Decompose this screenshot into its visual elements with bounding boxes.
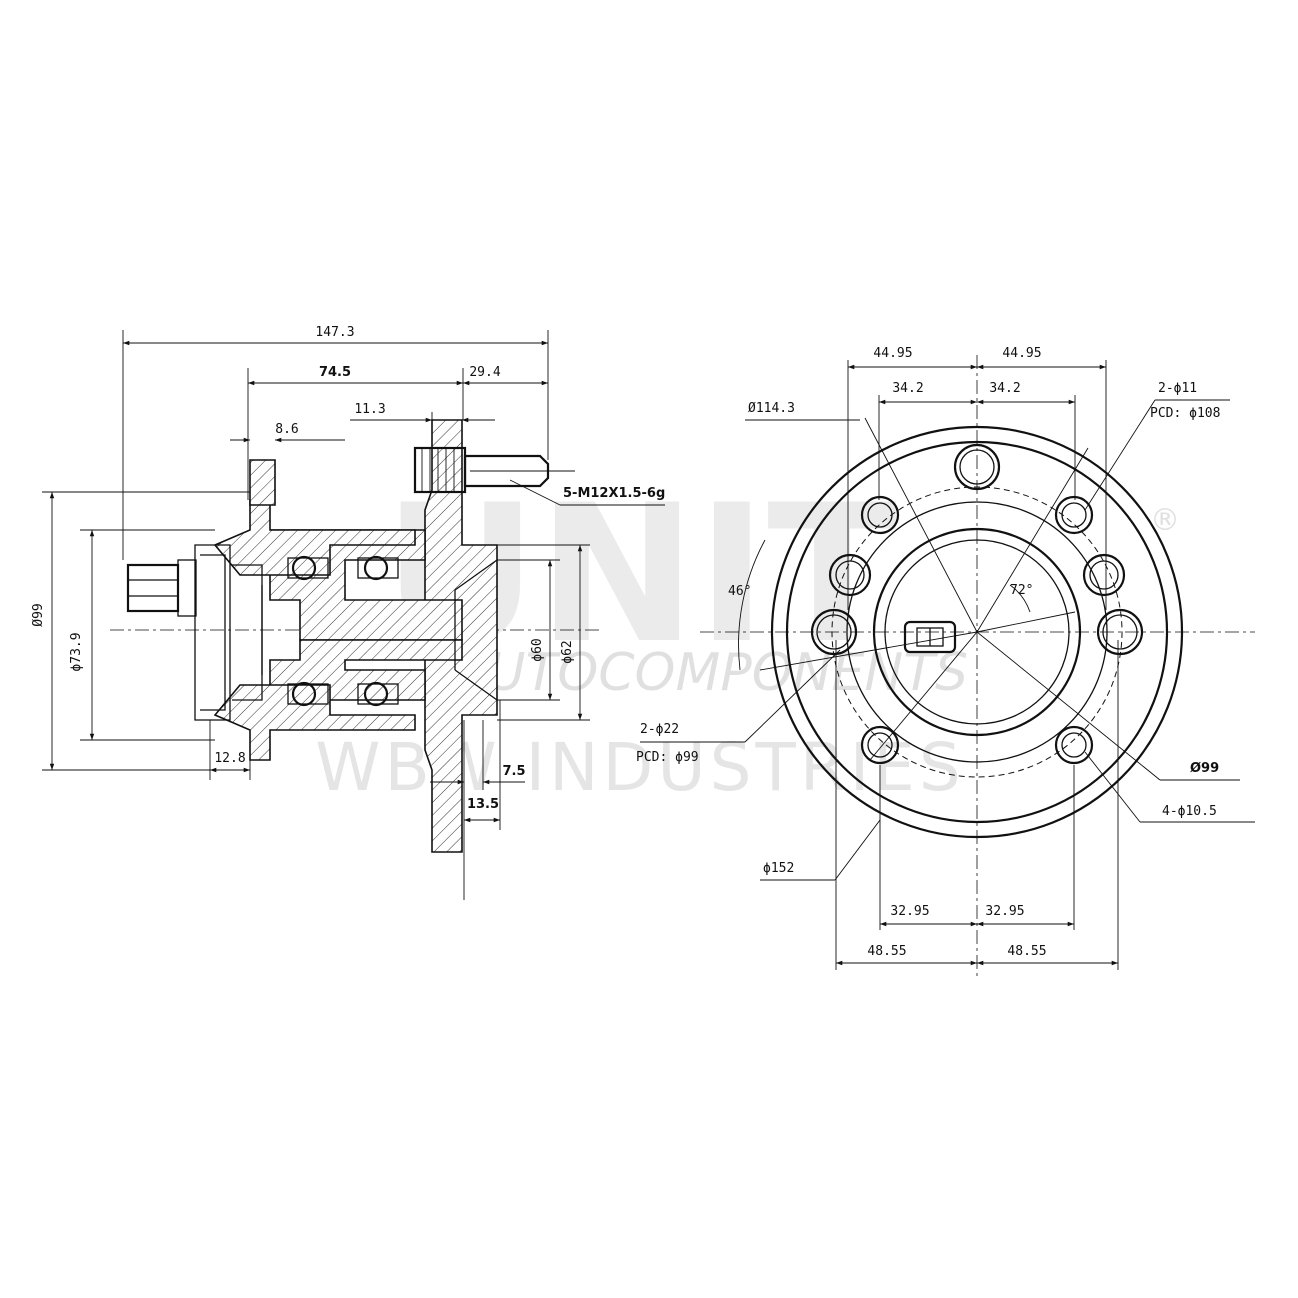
mount-holes bbox=[828, 495, 1126, 765]
bearing-ball-lower-left bbox=[291, 681, 317, 707]
stud-spec-label: 5-M12X1.5-6g bbox=[563, 486, 665, 501]
dim-top-inner-right: 34.2 bbox=[989, 381, 1020, 396]
dim-angle-46: 46° bbox=[728, 584, 751, 599]
hub-bore bbox=[454, 559, 498, 701]
dim-length-74-5: 74.5 bbox=[319, 365, 351, 380]
dim-large-holes: 2-ϕ22 bbox=[640, 722, 679, 737]
dim-bottom-outer-left: 48.55 bbox=[867, 944, 906, 959]
dim-bore-62: ϕ62 bbox=[560, 640, 575, 663]
mounting-ear bbox=[249, 459, 276, 506]
outer-ring-lower bbox=[213, 684, 416, 761]
abs-sensor-front bbox=[903, 620, 957, 654]
dim-angle-72: 72° bbox=[1010, 583, 1033, 598]
abs-connector bbox=[126, 559, 197, 617]
dim-step-13-5: 13.5 bbox=[467, 797, 499, 812]
watermark-registered: ® bbox=[1150, 503, 1180, 538]
dim-bore-60: ϕ60 bbox=[530, 638, 545, 661]
dim-bottom-inner-right: 32.95 bbox=[985, 904, 1024, 919]
dim-outer-diameter: Ø99 bbox=[31, 603, 46, 626]
dim-phi99: Ø99 bbox=[1190, 761, 1219, 776]
front-view: 44.95 44.95 34.2 34.2 Ø114.3 2-ϕ11 PCD: … bbox=[636, 346, 1255, 980]
hub-bore-outer bbox=[872, 527, 1082, 737]
dim-pcd-108: PCD: ϕ108 bbox=[1150, 406, 1220, 421]
wheel-stud bbox=[413, 446, 575, 494]
dim-small-holes: 2-ϕ11 bbox=[1158, 381, 1197, 396]
pcd-114-circle bbox=[831, 486, 1123, 778]
hub-bore-inner bbox=[884, 539, 1070, 725]
bearing-ball-upper-left bbox=[291, 555, 317, 581]
dim-pcd-99: PCD: ϕ99 bbox=[636, 750, 699, 765]
dim-flange-thickness: 11.3 bbox=[354, 402, 385, 417]
dim-overall-length: 147.3 bbox=[315, 325, 354, 340]
dim-ear-thickness: 8.6 bbox=[275, 422, 298, 437]
flange-outer-circle bbox=[770, 425, 1184, 839]
dim-bottom-inner-left: 32.95 bbox=[890, 904, 929, 919]
front-dimensions bbox=[640, 360, 1255, 970]
outer-ring-upper bbox=[213, 499, 416, 576]
side-dimensions bbox=[42, 330, 665, 900]
dim-flange-offset: 29.4 bbox=[469, 365, 500, 380]
dim-pilot-diameter: ϕ73.9 bbox=[69, 632, 84, 671]
dim-top-inner-left: 34.2 bbox=[892, 381, 923, 396]
bearing-ball-upper-right bbox=[363, 555, 389, 581]
pilot-circle bbox=[846, 501, 1108, 763]
dim-phi152: ϕ152 bbox=[763, 861, 794, 876]
dim-step-7-5: 7.5 bbox=[502, 764, 525, 779]
dim-bottom-outer-right: 48.55 bbox=[1007, 944, 1046, 959]
dim-top-outer-right: 44.95 bbox=[1002, 346, 1041, 361]
side-section-view: 147.3 74.5 29.4 11.3 8.6 5-M12X1.5-6g Ø9… bbox=[31, 325, 665, 900]
watermark-line1: AUTOCOMPONENTS bbox=[449, 643, 968, 703]
watermark-line2: WBW INDUSTRIES bbox=[315, 729, 965, 806]
abs-sensor-housing bbox=[194, 544, 231, 721]
dim-sensor-offset: 12.8 bbox=[214, 751, 245, 766]
dim-mount-holes: 4-ϕ10.5 bbox=[1162, 804, 1217, 819]
flange-inner-circle bbox=[785, 440, 1169, 824]
bearing-ball-lower-right bbox=[363, 681, 389, 707]
dim-pcd-114: Ø114.3 bbox=[748, 401, 795, 416]
dim-top-outer-left: 44.95 bbox=[873, 346, 912, 361]
stud-holes bbox=[810, 443, 1144, 656]
